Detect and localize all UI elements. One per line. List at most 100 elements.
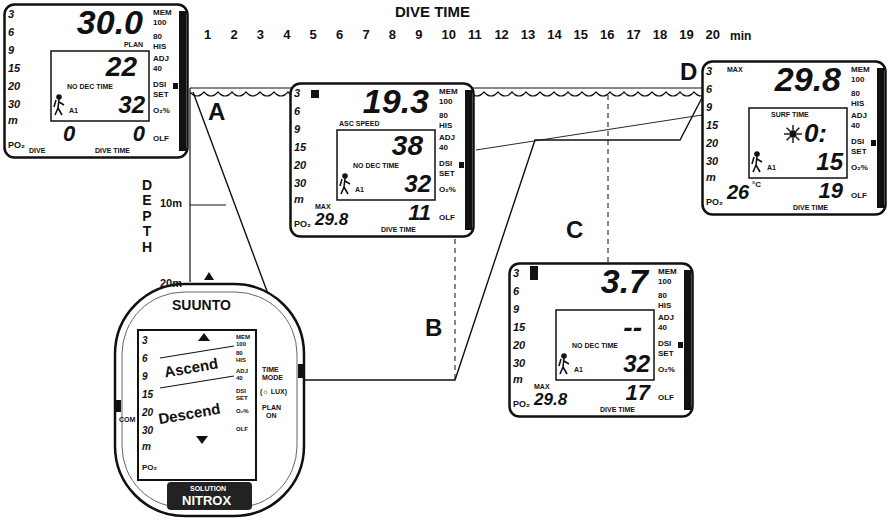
lcd-display: 369152030mPO₂MEM10080HISADJ40DSISETO₂%OL… (508, 262, 694, 418)
lcd-display: 369152030mPO₂MEM10080HISADJ40DSISETO₂%OL… (3, 3, 189, 159)
display-text: A1 (69, 107, 78, 114)
warning-symbol (784, 125, 802, 143)
status-legend: DSI (236, 388, 246, 394)
status-legend: DSI (851, 138, 864, 146)
display-text: ON (266, 412, 277, 419)
status-legend: 80 (236, 350, 243, 356)
depth-scale: m (513, 374, 523, 385)
status-legend: OLF (851, 192, 867, 200)
status-legend: OLF (153, 135, 169, 143)
display-text: DIVE TIME (381, 226, 416, 233)
status-legend: SET (439, 170, 455, 178)
point-letter: B (425, 316, 442, 340)
point-letter: D (680, 60, 697, 84)
display-text: 26 (727, 182, 749, 202)
depth-scale: 30 (294, 178, 306, 189)
depth-scale: 9 (8, 45, 14, 56)
status-legend: 80 (439, 112, 448, 120)
diver-icon (559, 354, 569, 374)
depth-scale: PO₂ (142, 464, 157, 472)
display-text: 0 (63, 123, 75, 145)
display-text: 29.8 (534, 391, 567, 408)
depth-scale: 15 (294, 142, 306, 153)
display-text: MAX (727, 66, 743, 73)
status-legend: 40 (153, 65, 162, 73)
depth-scale: 6 (513, 286, 519, 297)
time-tick: 7 (362, 28, 369, 41)
depth-scale: 9 (706, 102, 712, 113)
depth-scale: m (8, 115, 18, 126)
diver-icon (752, 152, 762, 172)
status-legend: SET (658, 350, 674, 358)
status-legend: ADJ (153, 55, 169, 63)
display-text: 38 (392, 132, 423, 160)
status-legend: 40 (439, 144, 448, 152)
status-legend: 100 (153, 19, 166, 27)
status-legend: 80 (658, 292, 667, 300)
depth-scale: 20 (513, 340, 525, 351)
display-text: MAX (315, 203, 331, 210)
status-legend: MEM (658, 268, 677, 276)
depth-scale: 20 (8, 81, 20, 92)
display-text: 0 (133, 123, 145, 145)
depth-scale: m (706, 172, 716, 183)
depth-scale: 3 (142, 336, 148, 346)
depth-scale: 20 (294, 160, 306, 171)
leader-line (476, 115, 702, 150)
diver-icon (54, 95, 64, 115)
status-legend: O₂% (153, 107, 170, 115)
display-text: ASC SPEED (339, 120, 379, 127)
depth-scale: 15 (706, 120, 718, 131)
time-tick: 11 (468, 28, 482, 41)
depth-tick-label: 20m (160, 278, 182, 289)
status-legend: ADJ (658, 314, 674, 322)
display-text: NO DEC TIME (67, 83, 113, 90)
depth-scale: 3 (294, 88, 300, 99)
display-text: 29.8 (315, 211, 348, 228)
display-text: -- (623, 314, 642, 342)
status-legend: MEM (153, 9, 172, 17)
status-legend: ADJ (439, 134, 455, 142)
status-legend: SET (851, 148, 867, 156)
time-tick: 13 (521, 28, 535, 41)
display-text: 19 (819, 180, 843, 202)
display-text: DIVE TIME (793, 204, 828, 211)
status-legend: O₂% (658, 366, 675, 374)
display-text: DIVE TIME (95, 147, 130, 154)
display-text: NITROX (182, 494, 231, 507)
time-tick: 2 (230, 28, 237, 41)
display-text: 19.3 (363, 84, 429, 118)
status-legend: 100 (658, 278, 671, 286)
point-letter: C (566, 218, 583, 242)
status-legend: HIS (851, 100, 864, 108)
depth-tick (190, 204, 226, 205)
status-legend: O₂% (851, 164, 868, 172)
status-legend: 100 (236, 341, 246, 347)
display-text: 30.0 (77, 5, 143, 39)
display-text: 17 (626, 382, 650, 404)
depth-scale: PO₂ (294, 220, 311, 229)
status-legend: DSI (658, 340, 671, 348)
display-text: TIME (262, 366, 279, 373)
display-text: 32 (623, 352, 650, 376)
depth-scale: 3 (8, 9, 14, 20)
display-text: COM (119, 416, 135, 423)
time-tick: 5 (310, 28, 317, 41)
depth-scale: PO₂ (513, 400, 530, 409)
status-legend: 100 (439, 98, 452, 106)
depth-scale: 9 (513, 304, 519, 315)
display-text: 22 (106, 53, 137, 81)
diver-icon (340, 174, 350, 194)
depth-scale: 30 (142, 426, 153, 436)
display-text: 32 (118, 93, 145, 117)
display-text: 11 (408, 202, 431, 224)
time-tick: 14 (547, 28, 561, 41)
display-text: 32 (404, 172, 431, 196)
status-legend: 80 (153, 33, 162, 41)
display-text: (☼ LUX) (260, 388, 287, 395)
status-legend: HIS (658, 302, 671, 310)
depth-scale: m (294, 194, 304, 205)
status-legend: HIS (153, 43, 166, 51)
